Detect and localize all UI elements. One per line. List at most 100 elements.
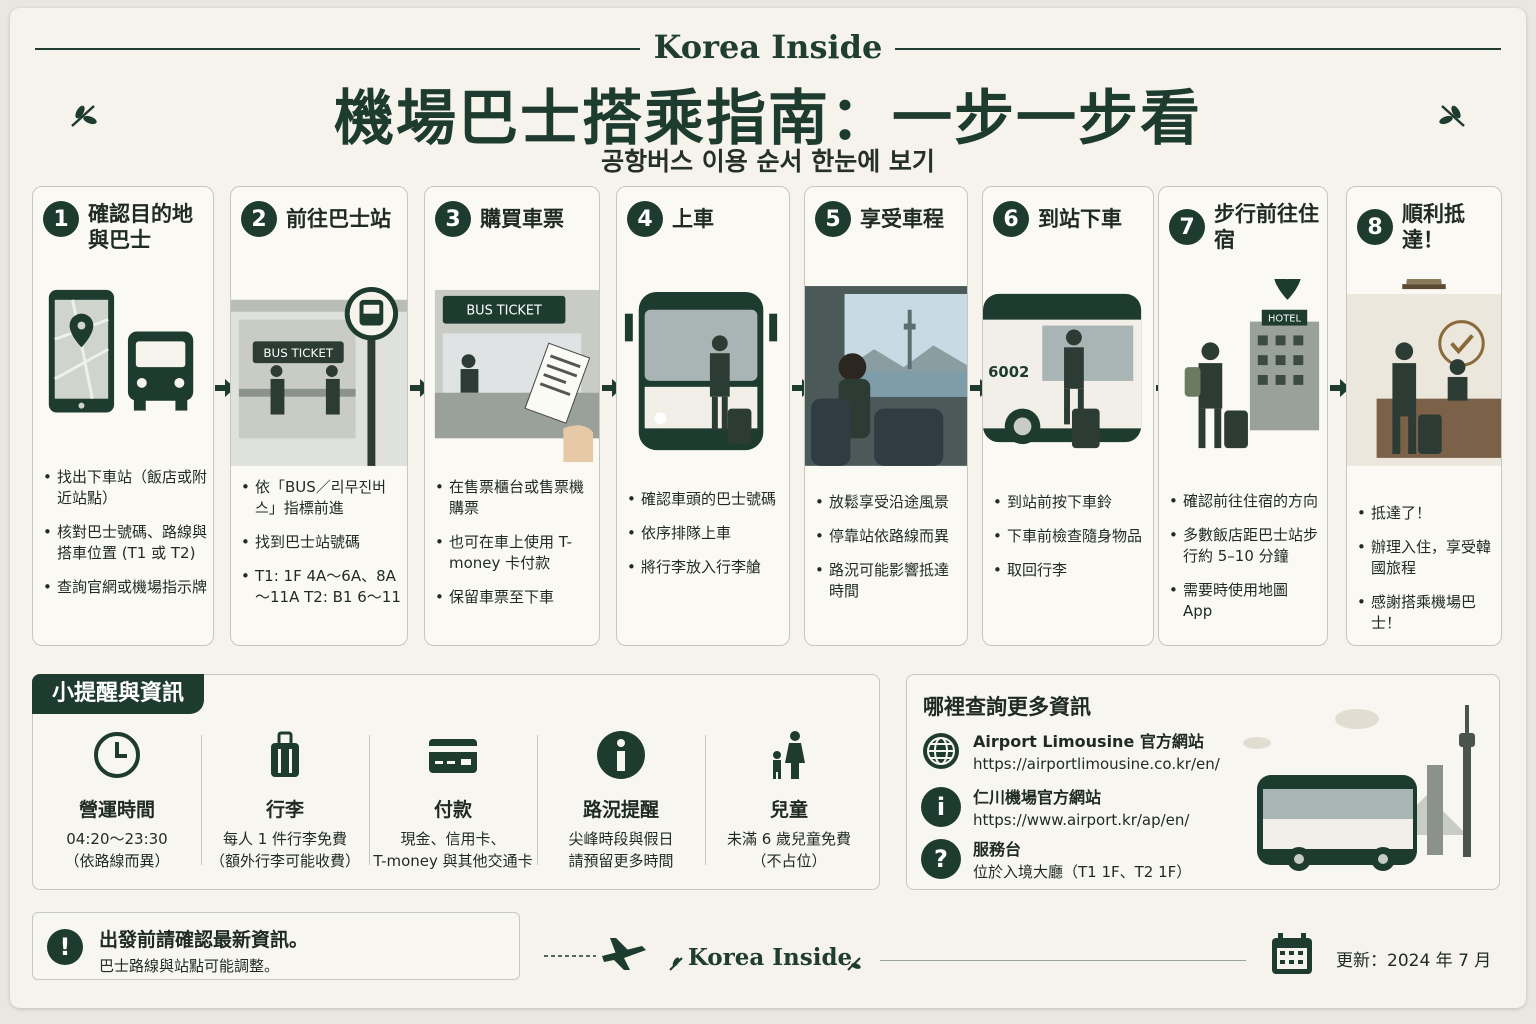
tip-hours: 營運時間 04:20～23:30 （依路線而異） xyxy=(33,729,201,870)
bullet: 確認車頭的巴士號碼 xyxy=(627,489,783,510)
step-number: 4 xyxy=(627,201,663,237)
more-info-item: ? 服務台 位於入境大廳（T1 1F、T2 1F） xyxy=(921,839,1251,883)
step-title: 步行前往住宿 xyxy=(1214,202,1319,252)
bus-ticket-sign: BUS TICKET xyxy=(466,304,542,319)
bullet: 感謝搭乘機場巴士！ xyxy=(1357,592,1495,634)
seoul-bus-illustration xyxy=(1243,705,1475,871)
luggage-icon xyxy=(271,731,299,777)
brand-title: Korea Inside xyxy=(653,28,883,66)
bus-window-view-illustration xyxy=(805,286,967,466)
tip-desc: 請預留更多時間 xyxy=(568,852,674,870)
step-card-2: 2 前往巴士站 BUS TICKET 依「BUS／리무진버스」指標前進 找到巴士… xyxy=(230,186,408,646)
clock-icon xyxy=(94,732,140,778)
more-info-label: 服務台 xyxy=(973,840,1022,859)
more-info-label: 仁川機場官方網站 xyxy=(973,788,1102,807)
notice-box: ! 出發前請確認最新資訊。 巴士路線與站點可能調整。 xyxy=(32,912,520,980)
brand-divider-left xyxy=(35,48,640,50)
bullet: 核對巴士號碼、路線與搭車位置 (T1 或 T2) xyxy=(43,522,207,564)
step-bullets: 在售票櫃台或售票機購票 也可在車上使用 T-money 卡付款 保留車票至下車 xyxy=(435,477,593,621)
bullet: 到站前按下車鈴 xyxy=(993,492,1147,513)
step-title: 享受車程 xyxy=(860,207,944,231)
boarding-bus-illustration xyxy=(624,291,778,451)
step-title: 上車 xyxy=(672,207,714,231)
tip-desc: 未滿 6 歲兒童免費 xyxy=(726,830,852,848)
tip-title: 付款 xyxy=(433,799,472,821)
bullet: 抵達了！ xyxy=(1357,503,1495,524)
tip-desc: 現金、信用卡、 xyxy=(400,830,506,848)
tip-children: 兒童 未滿 6 歲兒童免費 （不占位） xyxy=(705,729,873,870)
bullet: 在售票櫃台或售票機購票 xyxy=(435,477,593,519)
tip-title: 營運時間 xyxy=(78,799,155,821)
step-title: 順利抵達！ xyxy=(1402,202,1465,252)
bullet: 保留車票至下車 xyxy=(435,587,593,608)
brand-row: Korea Inside xyxy=(35,28,1501,68)
step-bullets: 確認車頭的巴士號碼 依序排隊上車 將行李放入行李艙 xyxy=(627,489,783,591)
divider xyxy=(201,735,202,865)
airplane-icon xyxy=(544,938,646,970)
hotel-check-in-illustration xyxy=(1347,279,1501,466)
leaf-icon xyxy=(71,105,97,127)
footer-divider xyxy=(880,960,1246,961)
page-subtitle: 공항버스 이용 순서 한눈에 보기 xyxy=(601,147,935,176)
tip-desc: 04:20～23:30 xyxy=(66,830,168,848)
bullet: 依「BUS／리무진버스」指標前進 xyxy=(241,477,401,519)
tip-desc: 每人 1 件行李免費 xyxy=(222,830,348,848)
divider xyxy=(705,735,706,865)
tip-desc: T-money 與其他交通卡 xyxy=(373,852,533,870)
bullet: 路況可能影響抵達時間 xyxy=(815,560,961,602)
step-title: 到站下車 xyxy=(1038,207,1122,231)
footer-brand: Korea Inside xyxy=(687,944,853,971)
phone-map-and-bus-illustration xyxy=(48,289,194,413)
step-title: 購買車票 xyxy=(480,207,564,231)
family-icon xyxy=(773,731,805,779)
divider xyxy=(369,735,370,865)
more-info-link[interactable]: https://www.airport.kr/ap/en/ xyxy=(973,811,1190,829)
arriving-bus-illustration: 6002 xyxy=(983,293,1142,449)
question-icon: ? xyxy=(921,839,961,879)
calendar-icon xyxy=(1272,933,1312,974)
tip-desc: （不占位） xyxy=(751,852,827,870)
page-title: 機場巴士搭乘指南：一步一步看 xyxy=(334,84,1202,154)
step-number: 8 xyxy=(1357,209,1393,245)
ticket-counter-illustration: BUS TICKET xyxy=(434,289,599,462)
infographic-sheet: Korea Inside 機場巴士搭乘指南：一步一步看 공항버스 이용 순서 한… xyxy=(10,8,1526,1008)
step-bullets: 依「BUS／리무진버스」指標前進 找到巴士站號碼 T1: 1F 4A～6A、8A… xyxy=(241,477,401,621)
hotel-sign: HOTEL xyxy=(1268,314,1301,325)
step-number: 6 xyxy=(993,201,1029,237)
divider xyxy=(537,735,538,865)
step-bullets: 放鬆享受沿途風景 停靠站依路線而異 路況可能影響抵達時間 xyxy=(815,492,961,615)
step-bullets: 確認前往住宿的方向 多數飯店距巴士站步行約 5–10 分鐘 需要時使用地圖 Ap… xyxy=(1169,491,1321,635)
info-icon: i xyxy=(921,787,961,827)
more-info-item[interactable]: Airport Limousine 官方網站 https://airportli… xyxy=(921,731,1251,775)
more-info-value: 位於入境大廳（T1 1F、T2 1F） xyxy=(973,863,1192,881)
more-info-link[interactable]: https://airportlimousine.co.kr/en/ xyxy=(973,755,1220,773)
tip-title: 行李 xyxy=(265,799,304,821)
step-card-3: 3 購買車票 BUS TICKET 在售票櫃台或售票機購票 也可在車上使用 T-… xyxy=(424,186,600,646)
bullet: 依序排隊上車 xyxy=(627,523,783,544)
bus-number-sign: 6002 xyxy=(988,364,1029,381)
bullet: 將行李放入行李艙 xyxy=(627,557,783,578)
bullet: 找出下車站（飯店或附近站點） xyxy=(43,467,207,509)
bullet: 需要時使用地圖 App xyxy=(1169,580,1321,622)
bullet: 確認前往住宿的方向 xyxy=(1169,491,1321,512)
more-info-item[interactable]: i 仁川機場官方網站 https://www.airport.kr/ap/en/ xyxy=(921,787,1251,831)
step-card-7: 7 步行前往住宿 HOTEL 確認前往住宿的方向 多數飯店距巴士站步行約 5–1… xyxy=(1158,186,1328,646)
bullet: 也可在車上使用 T-money 卡付款 xyxy=(435,532,593,574)
globe-icon xyxy=(923,733,959,769)
tips-panel: 小提醒與資訊 營運時間 04:20～23:30 （依路線而異） 行李 每人 1 … xyxy=(32,674,880,890)
step-card-6: 6 到站下車 6002 到站前按下車鈴 下車前檢查隨身物品 取回行李 xyxy=(982,186,1154,646)
step-card-1: 1 確認目的地與巴士 找出下車站（飯店或附近站點） 核對巴士號碼、路線與搭車位置… xyxy=(32,186,214,646)
bullet: 找到巴士站號碼 xyxy=(241,532,401,553)
bullet: 停靠站依路線而異 xyxy=(815,526,961,547)
step-bullets: 抵達了！ 辦理入住，享受韓國旅程 感謝搭乘機場巴士！ xyxy=(1357,503,1495,645)
more-info-heading: 哪裡查詢更多資訊 xyxy=(923,695,1091,719)
step-title: 前往巴士站 xyxy=(286,207,391,231)
step-card-8: 8 順利抵達！ 抵達了！ 辦理入住，享受韓國旅程 感謝搭乘機場巴士！ xyxy=(1346,186,1502,646)
tip-desc: （依路線而異） xyxy=(64,852,170,870)
bullet: 多數飯店距巴士站步行約 5–10 分鐘 xyxy=(1169,525,1321,567)
step-number: 5 xyxy=(815,201,851,237)
more-info-panel: 哪裡查詢更多資訊 Airport Limousine 官方網站 https://… xyxy=(906,674,1500,890)
bullet: 下車前檢查隨身物品 xyxy=(993,526,1147,547)
tip-luggage: 行李 每人 1 件行李免費 （額外行李可能收費） xyxy=(201,729,369,870)
step-card-4: 4 上車 確認車頭的巴士號碼 依序排隊上車 將行李放入行李艙 xyxy=(616,186,790,646)
